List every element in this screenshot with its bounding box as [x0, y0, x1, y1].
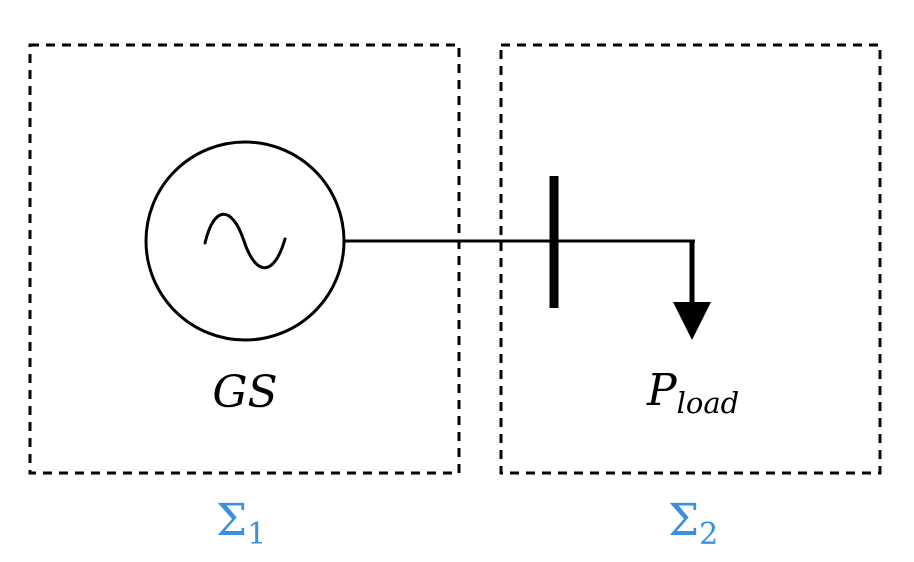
generator-source: [144, 140, 346, 342]
subsystem-1-label: Σ1: [216, 495, 266, 552]
sine-wave-icon: [203, 212, 287, 270]
subsystem-2-subscript: 2: [699, 517, 718, 552]
subsystem-1-boundary: [28, 43, 461, 475]
subsystem-2-label: Σ2: [668, 495, 718, 552]
subsystem-2-symbol: Σ: [668, 495, 699, 546]
load-label-subscript: load: [677, 386, 740, 420]
subsystem-1-symbol: Σ: [216, 495, 247, 546]
subsystem-2-boundary: [499, 43, 882, 475]
load-arrow-icon: [673, 240, 711, 340]
load-label: Pload: [646, 365, 739, 420]
subsystem-1-subscript: 1: [247, 517, 266, 552]
generator-label: GS: [212, 367, 277, 418]
load-label-main: P: [646, 365, 678, 416]
